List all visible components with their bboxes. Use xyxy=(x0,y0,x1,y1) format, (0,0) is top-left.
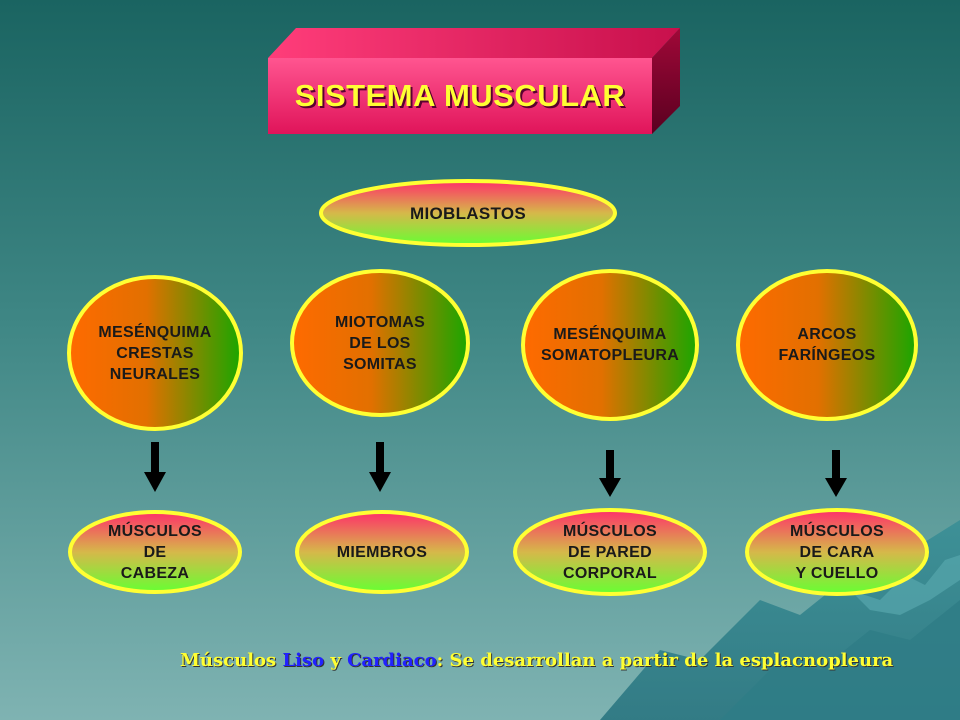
arrow-3 xyxy=(599,450,621,497)
title-box xyxy=(268,28,680,134)
footer-text-3: : Se desarrollan a partir de la esplacno… xyxy=(436,650,894,671)
node-mioblastos-label: MIOBLASTOS xyxy=(409,203,527,223)
footer-text-1: Músculos xyxy=(180,650,283,671)
footer-liso: Liso xyxy=(282,650,325,671)
node-result-4 xyxy=(745,508,929,596)
node-source-1-label: MESÉNQUIMA CRESTAS NEURALES xyxy=(98,323,212,383)
mountain-decoration xyxy=(600,520,960,720)
node-source-2-label: MIOTOMAS DE LOS SOMITAS xyxy=(334,313,426,373)
node-result-1 xyxy=(68,510,242,594)
node-mioblastos xyxy=(319,179,617,247)
node-result-2 xyxy=(295,510,469,594)
arrow-1 xyxy=(144,442,166,492)
node-result-2-label: MIEMBROS xyxy=(336,543,428,561)
node-source-3-label: MESÉNQUIMA SOMATOPLEURA xyxy=(540,326,680,364)
footer-note: Músculos Liso y Cardiaco: Se desarrollan… xyxy=(180,650,920,672)
node-result-3-label: MÚSCULOS DE PARED CORPORAL xyxy=(563,522,657,582)
node-source-2 xyxy=(290,269,470,417)
page-title: SISTEMA MUSCULAR xyxy=(294,78,626,113)
footer-cardiaco: Cardiaco xyxy=(347,650,437,671)
node-source-1 xyxy=(67,275,243,431)
arrow-4 xyxy=(825,450,847,497)
node-source-4-label: ARCOS FARÍNGEOS xyxy=(778,326,876,364)
footer-text-2: y xyxy=(324,650,348,671)
node-source-3 xyxy=(521,269,699,421)
node-source-4 xyxy=(736,269,918,421)
node-result-3 xyxy=(513,508,707,596)
arrow-2 xyxy=(369,442,391,492)
node-result-4-label: MÚSCULOS DE CARA Y CUELLO xyxy=(790,522,884,582)
node-result-1-label: MÚSCULOS DE CABEZA xyxy=(108,522,202,582)
